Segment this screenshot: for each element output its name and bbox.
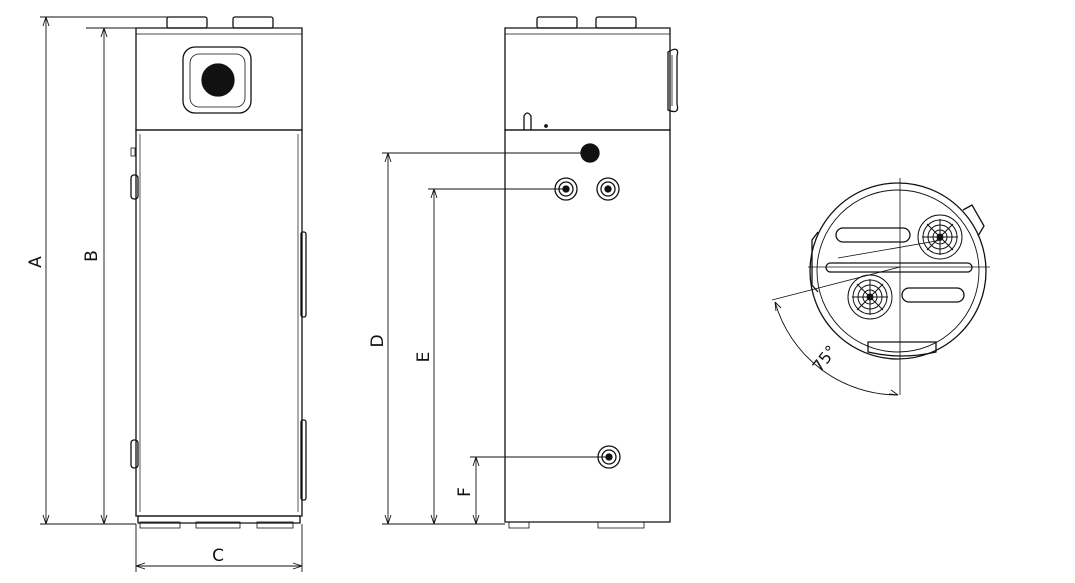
dim-a — [40, 16, 172, 525]
upper-connection-right — [596, 177, 620, 201]
top-view-slot-center — [825, 262, 973, 273]
side-tank-body — [504, 129, 671, 523]
dim-e — [428, 188, 566, 525]
front-top-connector-right — [232, 16, 274, 29]
angle-line-b — [771, 266, 901, 301]
front-top-connector-left — [166, 16, 208, 29]
front-left-fitting-bottom — [130, 439, 139, 469]
angle-line-a — [837, 239, 943, 259]
front-right-trim-top — [300, 231, 307, 318]
side-top-connector-left — [536, 16, 578, 29]
dim-d-label: D — [368, 334, 388, 347]
front-base — [137, 515, 301, 524]
top-view-fan-lower — [847, 274, 893, 320]
dim-c — [135, 524, 303, 572]
front-view — [130, 16, 307, 529]
top-view — [771, 178, 990, 396]
front-tank-body — [135, 129, 303, 517]
dim-f-label: F — [455, 487, 475, 497]
angle-arc — [774, 301, 899, 396]
top-view-tab-bracket — [962, 204, 985, 237]
top-view-outer-ring — [809, 182, 987, 360]
dim-d — [382, 152, 590, 525]
side-air-duct — [667, 48, 679, 113]
dim-a-label: A — [26, 256, 46, 268]
front-right-trim-bottom — [300, 419, 307, 501]
top-view-tab-left — [811, 231, 819, 293]
side-handle — [523, 112, 532, 130]
side-view — [504, 16, 679, 529]
dim-e-label: E — [414, 352, 434, 363]
control-panel — [182, 46, 252, 114]
front-left-fitting-top — [130, 174, 139, 200]
dim-b — [86, 27, 136, 525]
top-view-slot-upper — [835, 227, 911, 243]
dim-c-label: C — [212, 546, 224, 566]
top-view-slot-lower — [901, 287, 965, 303]
dim-b-label: B — [82, 250, 102, 262]
side-top-connector-right — [595, 16, 637, 29]
top-view-bottom-bracket — [867, 341, 937, 357]
top-view-fan-upper — [917, 214, 963, 260]
control-display — [201, 63, 235, 97]
angle-label: 75° — [808, 342, 840, 376]
dim-f — [470, 456, 609, 525]
